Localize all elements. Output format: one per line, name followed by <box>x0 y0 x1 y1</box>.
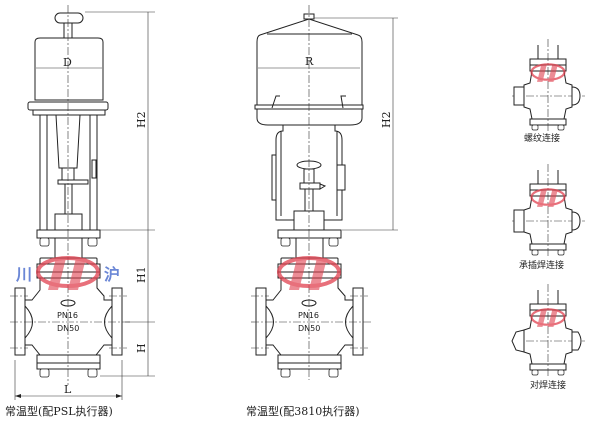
connection-socket-weld <box>511 163 586 259</box>
handwheel-knob <box>54 12 84 24</box>
dim-label-h1: H1 <box>135 266 148 283</box>
psl-actuator-housing <box>34 37 104 101</box>
dim-label-h2-right: H2 <box>380 111 393 128</box>
watermark-logo: 川 沪 <box>15 63 566 327</box>
label-butt-weld: 对焊连接 <box>530 379 566 391</box>
dim-label-h2: H2 <box>135 111 148 128</box>
caption-3810: 常温型(配3810执行器) <box>246 404 360 418</box>
label-threaded: 螺纹连接 <box>524 132 560 144</box>
dim-label-l: L <box>64 383 72 396</box>
dim-label-r: R <box>305 55 314 68</box>
3810-actuator-valve-drawing: R H2 PN16 DN50 常温型(配3810执行器) <box>246 5 398 418</box>
body-marking-pn-right: PN16 <box>298 311 319 320</box>
connection-butt-weld <box>511 283 586 379</box>
watermark-left-char: 川 <box>15 265 32 284</box>
watermark-right-char: 沪 <box>104 265 120 284</box>
psl-actuator-valve-drawing: D H2 H1 H L PN16 DN50 常温型(配PSL执行器) <box>5 5 155 418</box>
body-marking-dn: DN50 <box>57 324 79 333</box>
connection-threaded <box>511 38 586 134</box>
caption-psl: 常温型(配PSL执行器) <box>5 404 113 418</box>
dim-label-d: D <box>63 56 72 69</box>
dim-label-h: H <box>135 343 148 353</box>
body-marking-dn-right: DN50 <box>298 324 320 333</box>
3810-actuator-housing <box>256 18 363 126</box>
label-socket-weld: 承插焊连接 <box>519 259 564 271</box>
body-marking-pn: PN16 <box>57 311 78 320</box>
